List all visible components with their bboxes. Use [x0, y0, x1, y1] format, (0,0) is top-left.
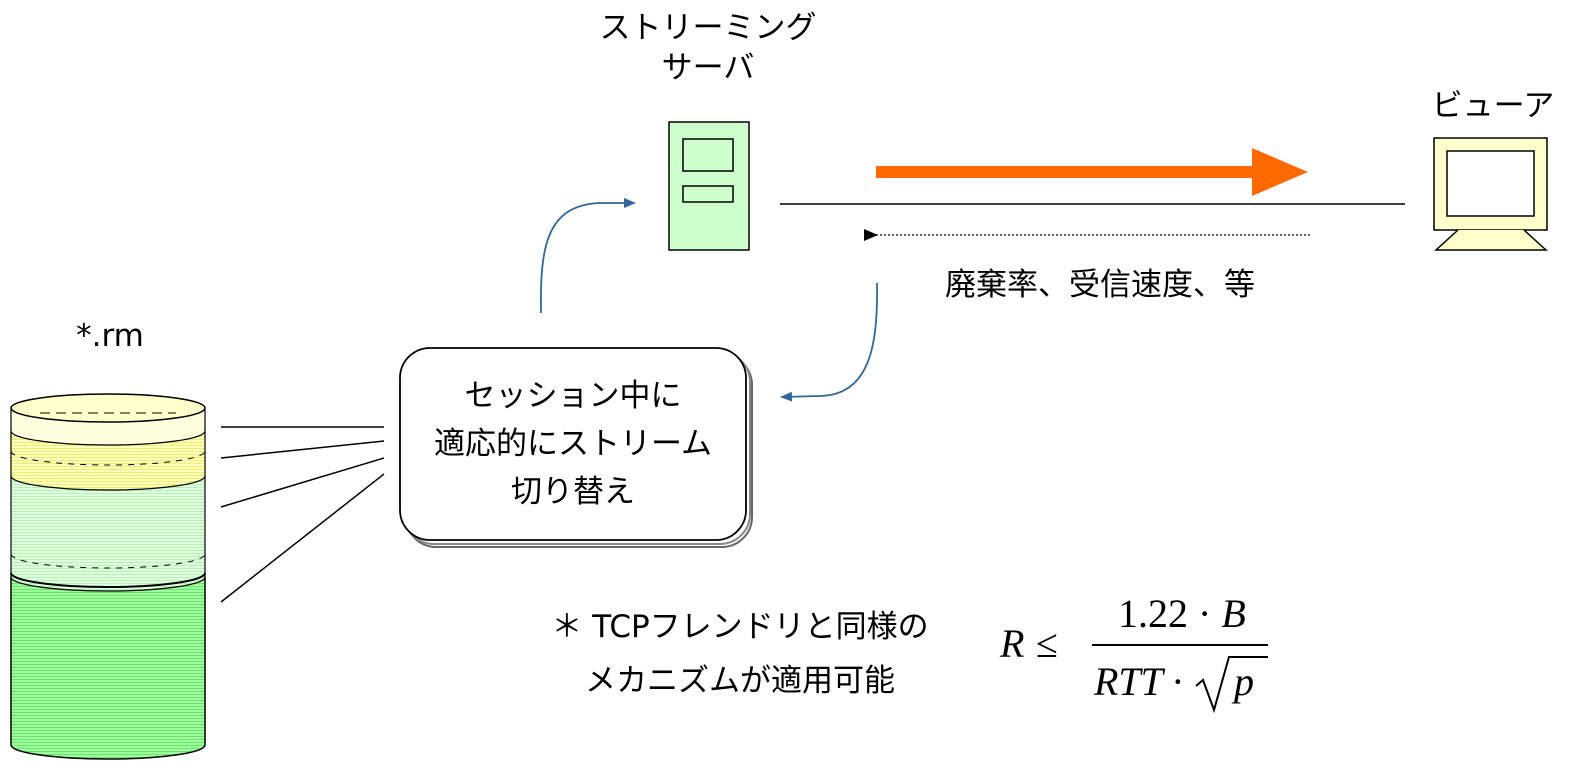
viewer-label: ビューア	[1431, 88, 1555, 124]
formula-denominator: RTT ·	[1094, 659, 1183, 704]
switch-box	[399, 347, 753, 548]
formula-relation: ≤	[1036, 621, 1058, 666]
feedback-label: 廃棄率、受信速度、等	[945, 267, 1255, 303]
formula-radicand: p	[1234, 659, 1254, 704]
formula-numerator: 1.22 · B	[1118, 591, 1246, 636]
layered-cylinder-icon	[10, 393, 206, 760]
formula-lhs: R	[1000, 621, 1025, 666]
file-label: *.rm	[76, 318, 144, 354]
note-text: ＊ TCPフレンドリと同様の メカニズムが適用可能	[520, 600, 960, 708]
server-label-line2: サーバ	[661, 50, 755, 86]
server-label: ストリーミング サーバ	[578, 8, 838, 88]
note-line2: メカニズムが適用可能	[585, 663, 895, 699]
switch-box-line2: 適応的にストリーム	[433, 426, 713, 462]
layer-connectors	[220, 426, 385, 603]
stream-arrow	[876, 148, 1308, 196]
note-line1: ＊ TCPフレンドリと同様の	[551, 609, 929, 645]
switch-box-text: セッション中に 適応的にストリーム 切り替え	[400, 372, 746, 516]
server-icon[interactable]	[668, 121, 750, 251]
control-arrow-from-feedback	[780, 282, 878, 402]
control-arrow-to-server	[539, 198, 636, 314]
server-label-line1: ストリーミング	[599, 10, 817, 46]
formula-graphics	[1092, 644, 1268, 714]
monitor-icon[interactable]	[1433, 137, 1548, 251]
switch-box-line3: 切り替え	[511, 474, 635, 510]
switch-box-line1: セッション中に	[464, 378, 682, 414]
